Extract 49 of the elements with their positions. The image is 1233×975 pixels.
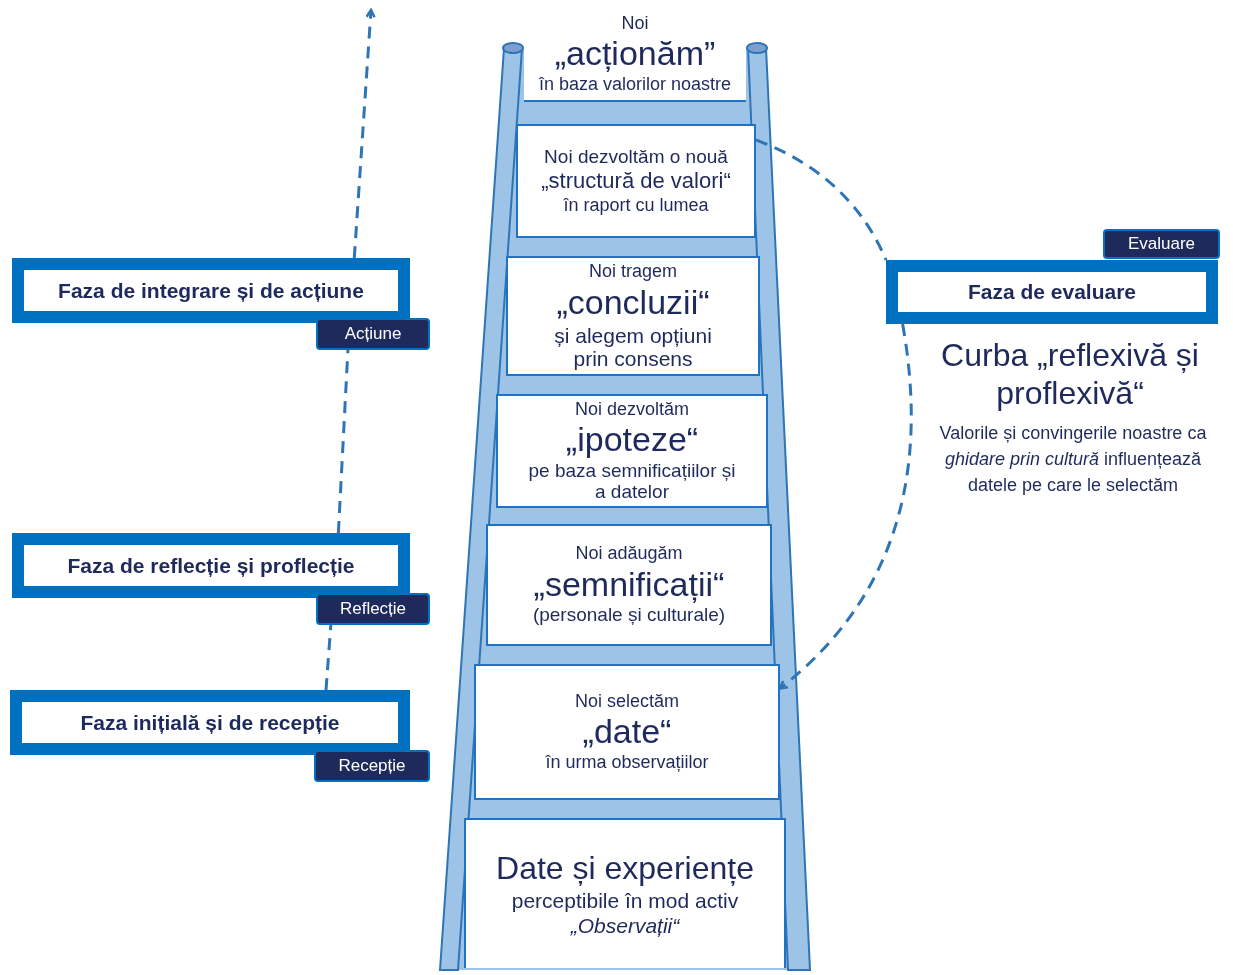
step-heading: „acționăm” <box>554 35 716 73</box>
step-heading: „date“ <box>582 713 672 751</box>
dashed-line <box>324 624 333 691</box>
dashed-line <box>336 349 350 534</box>
dashed-line <box>755 138 888 261</box>
step-text: și alegem opțiuni prin consens <box>553 323 713 370</box>
step-text: în urma observațiilor <box>545 752 709 773</box>
phase-box <box>10 690 410 755</box>
tag-text: Acțiune <box>344 324 402 344</box>
tag-badge <box>1103 229 1220 259</box>
phase-title: Faza inițială și de recepție <box>80 710 340 735</box>
step-text: în raport cu lumea <box>563 195 709 216</box>
tag-text: Recepție <box>338 756 406 776</box>
tag-badge <box>314 750 430 782</box>
ladder-rung-box <box>486 524 772 646</box>
step-text: (personale și culturale) <box>532 605 726 627</box>
step-text: Noi dezvoltăm <box>574 399 689 420</box>
phase-title: Faza de integrare și de acțiune <box>58 278 364 303</box>
step-heading: „semnificații“ <box>533 565 725 604</box>
ladder-rung-box <box>464 818 786 968</box>
ladder-rung-box <box>474 664 780 800</box>
phase-box <box>886 260 1218 324</box>
tag-badge <box>316 318 430 350</box>
step-heading: „ipoteze“ <box>565 421 699 459</box>
phase-title: Faza de reflecție și proflecție <box>67 553 355 578</box>
step-text: pe baza semnificațiilor și a datelor <box>527 460 737 503</box>
curve-description: Valorile și convingerile noastre ca ghidare prin cultură influențează datele pe care le selectăm <box>938 422 1208 498</box>
step-text: în baza valorilor noastre <box>538 74 732 95</box>
tag-text: Evaluare <box>1127 234 1196 254</box>
step-text: Noi dezvoltăm o nouă <box>544 146 728 168</box>
step-text: „structură de valori“ <box>541 169 731 194</box>
step-text: perceptibile în mod activ <box>511 888 739 912</box>
step-text: Noi adăugăm <box>575 543 683 564</box>
curve-title: Curba „reflexivă și proflexivă“ <box>940 336 1200 413</box>
ladder-rung-box <box>496 394 768 508</box>
step-text: „Observații“ <box>570 913 680 937</box>
dashed-arrow <box>352 8 376 259</box>
step-heading: Date și experiențe <box>496 851 754 887</box>
phase-box <box>12 533 410 598</box>
tag-text: Reflecție <box>339 599 407 619</box>
step-heading: „concluzii“ <box>556 284 710 322</box>
step-text: Noi <box>621 13 649 34</box>
tag-badge <box>316 593 430 625</box>
step-text: Noi selectăm <box>574 691 679 712</box>
step-text: Noi tragem <box>589 262 677 283</box>
phase-box <box>12 258 410 323</box>
ladder-rung-box <box>516 124 756 238</box>
phase-title: Faza de evaluare <box>967 280 1137 304</box>
ladder-rung-box <box>506 256 760 376</box>
